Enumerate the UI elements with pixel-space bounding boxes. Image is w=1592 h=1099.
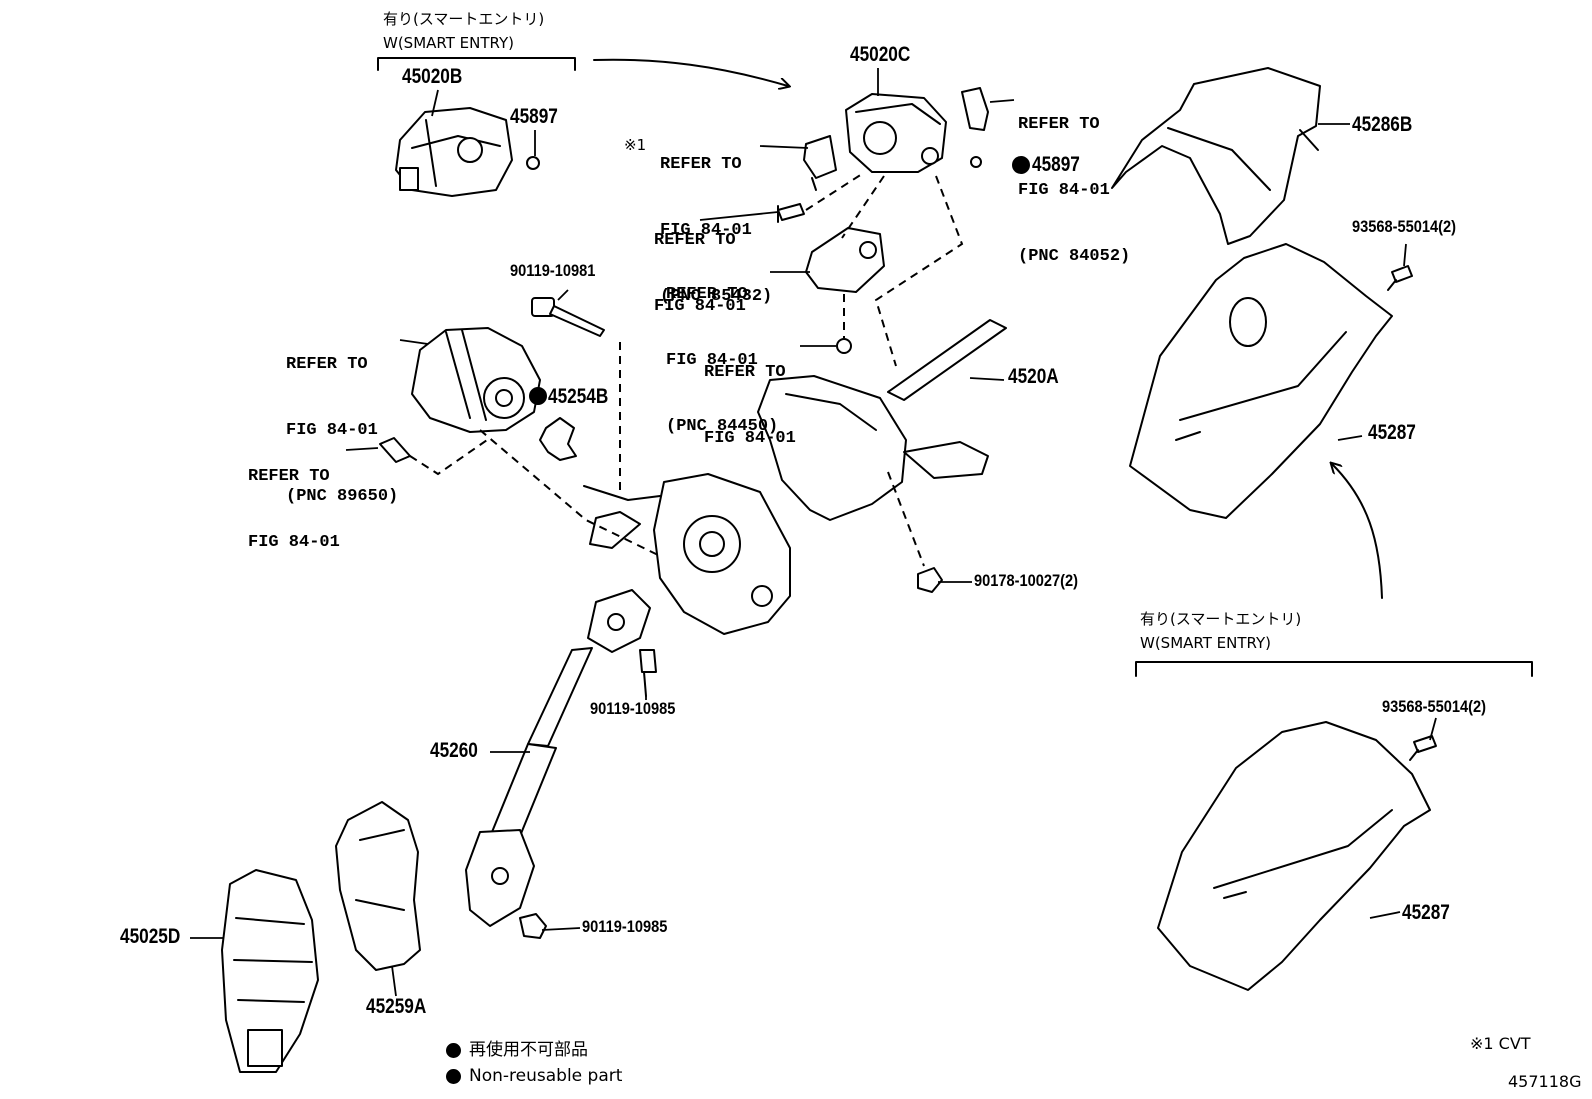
refer-to-85432[interactable]: REFER TO FIG 84-01 (PNC 85432) [660, 110, 772, 330]
refer-to-84450-line2: FIG 84-01 [666, 351, 758, 370]
part-number-93568-lower[interactable]: 93568-55014(2) [1382, 697, 1487, 716]
arrow-to-45287 [1332, 464, 1383, 599]
smart-entry-note-en-bottom: W(SMART ENTRY) [1140, 634, 1272, 652]
refer-to-85432-line2: FIG 84-01 [660, 221, 752, 240]
part-number-90178[interactable]: 90178-10027(2) [974, 571, 1079, 590]
part-number-93568-upper[interactable]: 93568-55014(2) [1352, 217, 1457, 236]
part-number-45897-right[interactable]: 45897 [1032, 153, 1080, 176]
part-number-45254B[interactable]: 45254B [548, 385, 609, 408]
part-number-90119-10981[interactable]: 90119-10981 [510, 261, 596, 280]
cvt-footnote: ※1 CVT [1470, 1034, 1531, 1053]
key-unlock-warning-switch-84450 [805, 227, 885, 293]
bolt-90119-10981 [531, 297, 605, 337]
part-number-45287-lower[interactable]: 45287 [1402, 901, 1450, 924]
refer-to-screw-mid-line1: REFER TO [704, 363, 786, 382]
column-cover-lower-45287-upper [1129, 243, 1393, 519]
part-number-45260[interactable]: 45260 [430, 739, 478, 762]
refer-to-screw-mid[interactable]: REFER TO FIG 84-01 [704, 318, 796, 472]
ignition-switch-housing-45020C [845, 93, 947, 173]
smart-entry-note-en-top: W(SMART ENTRY) [383, 34, 515, 52]
bolt-90119-10985-mid [639, 649, 657, 697]
refer-to-screw-top[interactable]: REFER TO FIG 84-01 [654, 186, 746, 340]
spider-coupling-45254B [539, 417, 577, 461]
part-number-90119-10985-mid[interactable]: 90119-10985 [590, 699, 676, 718]
refer-to-84052-line3: (PNC 84052) [1018, 247, 1131, 266]
lock-part-45897-left [526, 156, 540, 170]
part-number-45259A[interactable]: 45259A [366, 995, 427, 1018]
refer-to-84450[interactable]: REFER TO FIG 84-01 (PNC 84450) [666, 240, 778, 460]
dashed-connection-lines [409, 173, 964, 567]
marker-cvt-1: ※1 [624, 136, 647, 154]
smart-entry-bracket-top [377, 57, 576, 71]
screw-93568-lower [1409, 735, 1437, 761]
hole-cover-45259A [335, 801, 421, 971]
part-number-45020C[interactable]: 45020C [850, 43, 911, 66]
figure-code: 457118G [1508, 1072, 1582, 1091]
non-reusable-marker-45254B [529, 387, 547, 405]
leader-lines [190, 68, 1437, 997]
bullet-icon [446, 1069, 461, 1084]
part-number-45025D[interactable]: 45025D [120, 925, 181, 948]
steering-boot-45025D [221, 869, 319, 1073]
refer-to-screw-top-line1: REFER TO [654, 231, 736, 250]
part-number-4520A[interactable]: 4520A [1008, 365, 1059, 388]
column-cover-upper-45286B [1111, 67, 1321, 245]
refer-to-84052-line1: REFER TO [1018, 115, 1100, 134]
power-steering-motor-89650 [411, 327, 541, 433]
smart-entry-bracket-bottom [1135, 661, 1533, 677]
lock-part-45897-right [970, 156, 982, 168]
refer-to-84052[interactable]: REFER TO FIG 84-01 (PNC 84052) [1018, 70, 1130, 290]
switch-85432 [803, 135, 837, 191]
non-reusable-marker-45897 [1012, 156, 1030, 174]
screw-93568-upper [1387, 265, 1413, 291]
refer-to-bolt-left-line2: FIG 84-01 [248, 533, 340, 552]
column-cover-lower-45287-lower [1157, 721, 1431, 991]
ignition-switch-housing-45020B [395, 107, 513, 197]
refer-to-84052-line2: FIG 84-01 [1018, 181, 1110, 200]
bolt-90119-10985-low [519, 913, 547, 939]
refer-to-89650[interactable]: REFER TO FIG 84-01 (PNC 89650) [286, 310, 398, 530]
legend-non-reusable-en: Non-reusable part [446, 1068, 622, 1085]
steering-column-assembly-4520A [583, 319, 1007, 635]
screw-fig84-mid [836, 338, 852, 354]
refer-to-89650-line2: FIG 84-01 [286, 421, 378, 440]
arrow-to-45020C [593, 58, 788, 86]
part-number-45897-left[interactable]: 45897 [510, 105, 558, 128]
smart-entry-note-jp-top: 有り(スマートエントリ) [383, 10, 545, 28]
smart-entry-note-jp-bottom: 有り(スマートエントリ) [1140, 610, 1302, 628]
refer-to-bolt-left[interactable]: REFER TO FIG 84-01 [248, 422, 340, 576]
bullet-icon [446, 1043, 461, 1058]
refer-to-84450-line3: (PNC 84450) [666, 417, 779, 436]
refer-to-85432-line3: (PNC 85432) [660, 287, 773, 306]
refer-to-bolt-left-line1: REFER TO [248, 467, 330, 486]
refer-to-screw-mid-line2: FIG 84-01 [704, 429, 796, 448]
legend-en-text: Non-reusable part [469, 1066, 623, 1086]
nut-90178 [917, 567, 943, 593]
part-number-45020B[interactable]: 45020B [402, 65, 463, 88]
screw-fig84-top [777, 203, 805, 223]
part-number-45286B[interactable]: 45286B [1352, 113, 1413, 136]
refer-to-85432-line1: REFER TO [660, 155, 742, 174]
part-number-45287-upper[interactable]: 45287 [1368, 421, 1416, 444]
part-number-90119-10985-low[interactable]: 90119-10985 [582, 917, 668, 936]
refer-to-89650-line3: (PNC 89650) [286, 487, 399, 506]
intermediate-shaft-45260 [465, 589, 651, 927]
refer-to-89650-line1: REFER TO [286, 355, 368, 374]
legend-non-reusable-jp: 再使用不可部品 [446, 1042, 588, 1059]
legend-jp-text: 再使用不可部品 [469, 1040, 588, 1060]
refer-to-84450-line1: REFER TO [666, 285, 748, 304]
refer-to-screw-top-line2: FIG 84-01 [654, 297, 746, 316]
switch-84052 [961, 87, 989, 131]
